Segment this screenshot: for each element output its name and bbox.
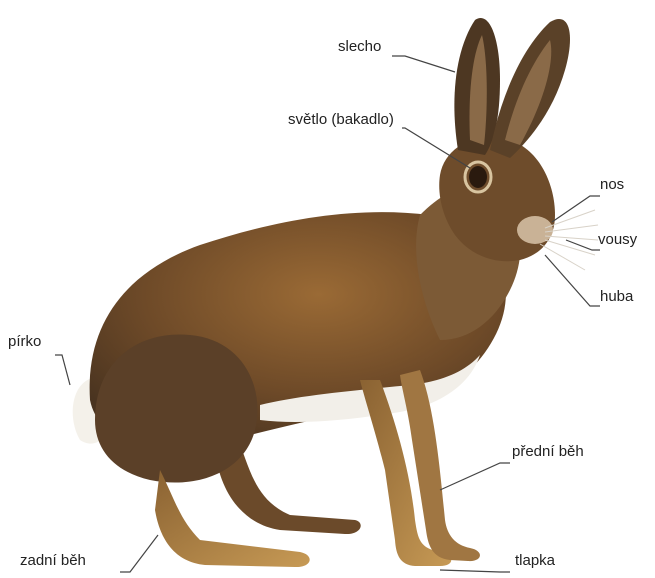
label-pirko: pírko	[8, 333, 41, 351]
leader-zadni-beh	[120, 535, 158, 572]
label-nos: nos	[600, 176, 624, 194]
label-predni-beh: přední běh	[512, 443, 584, 461]
leader-nos	[552, 196, 600, 222]
label-zadni-beh: zadní běh	[20, 552, 86, 570]
label-slecho: slecho	[338, 38, 381, 56]
leader-vousy	[566, 240, 600, 250]
eye	[469, 166, 487, 188]
label-vousy: vousy	[598, 231, 637, 249]
label-svetlo: světlo (bakadlo)	[288, 111, 394, 129]
leader-tlapka	[440, 570, 510, 572]
label-huba: huba	[600, 288, 633, 306]
leader-predni-beh	[440, 463, 510, 490]
label-tlapka: tlapka	[515, 552, 555, 570]
muzzle	[517, 216, 553, 244]
leader-slecho	[392, 56, 455, 72]
leader-pirko	[55, 355, 70, 385]
